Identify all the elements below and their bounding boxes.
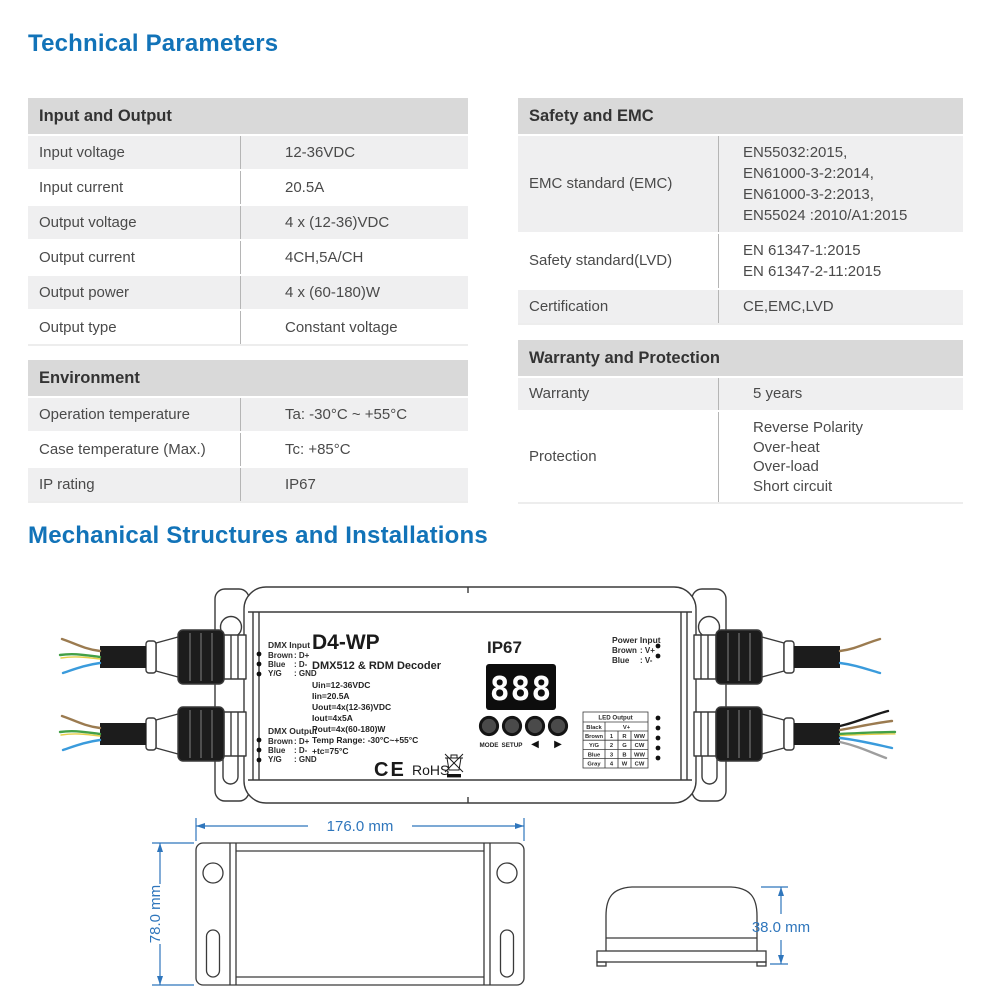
svg-text:DMX Input: DMX Input	[268, 640, 310, 650]
top-view-drawing	[195, 842, 525, 986]
table-header: Safety and EMC	[518, 98, 963, 134]
svg-text:Iout=4x5A: Iout=4x5A	[312, 713, 353, 723]
cable-gland-dmx-out	[100, 706, 247, 762]
svg-text:38.0 mm: 38.0 mm	[752, 919, 810, 936]
svg-text:Black: Black	[586, 725, 602, 731]
table-row: Warranty 5 years	[518, 378, 963, 410]
table-row: Protection Reverse Polarity Over-heat Ov…	[518, 412, 963, 502]
svg-text:V+: V+	[623, 725, 631, 731]
table-header: Input and Output	[28, 98, 468, 134]
svg-text:Brown: V+: Brown: V+	[612, 646, 655, 655]
table-header: Environment	[28, 360, 468, 396]
device-model: D4-WP	[312, 631, 380, 654]
device-buttons: MODE SETUP ◀ ▶	[478, 715, 569, 750]
setup-button[interactable]	[501, 715, 523, 737]
dmx-output-label: DMX Output Brown: D+ Blue: D- Y/G: GND	[256, 726, 317, 764]
svg-text:Temp Range: -30°C~+55°C: Temp Range: -30°C~+55°C	[312, 735, 418, 745]
warranty-protection-table: Warranty and Protection Warranty 5 years…	[518, 340, 963, 504]
seven-segment-display	[486, 664, 556, 710]
device-ip-rating: IP67	[487, 638, 522, 657]
setup-button-label: SETUP	[502, 742, 523, 749]
weee-bin-icon	[444, 753, 464, 778]
svg-text:DMX Output: DMX Output	[268, 726, 317, 736]
rohs-mark: RoHS	[412, 762, 449, 778]
table-row: EMC standard (EMC) EN55032:2015, EN61000…	[518, 136, 963, 232]
right-arrow-icon: ▶	[554, 739, 562, 750]
device-type: DMX512 & RDM Decoder	[312, 660, 442, 672]
svg-text:Uin=12-36VDC: Uin=12-36VDC	[312, 680, 370, 690]
svg-text:Pout=4x(60-180)W: Pout=4x(60-180)W	[312, 724, 386, 734]
svg-text:Iin=20.5A: Iin=20.5A	[312, 691, 350, 701]
table-row: Case temperature (Max.)Tc: +85°C	[28, 433, 468, 466]
mechanical-drawing: DMX Input Brown: D+ Blue: D- Y/G: GND DM…	[58, 586, 897, 986]
svg-text:Blue: V-: Blue: V-	[612, 656, 653, 665]
svg-text:+tc=75°C: +tc=75°C	[312, 746, 348, 756]
height-dimension: 78.0 mm	[147, 842, 194, 986]
cable-gland-power	[693, 629, 840, 685]
left-button[interactable]	[524, 715, 546, 737]
mounting-ear-right	[691, 588, 727, 802]
depth-dimension: 38.0 mm	[752, 886, 810, 965]
svg-text:Blue: D-: Blue: D-	[268, 660, 308, 669]
svg-text:Power Input: Power Input	[612, 635, 661, 645]
device-specs: Uin=12-36VDC Iin=20.5A Uout=4x(12-36)VDC…	[312, 680, 418, 756]
table-row: Certification CE,EMC,LVD	[518, 290, 963, 323]
ce-mark: CE	[374, 759, 406, 781]
svg-text:LED Output: LED Output	[598, 715, 632, 722]
svg-text:Y/G: GND: Y/G: GND	[268, 755, 317, 764]
led-output-table	[582, 711, 649, 769]
svg-text:Y/G: GND: Y/G: GND	[268, 669, 317, 678]
display-digits: 888	[490, 669, 553, 708]
table-header: Warranty and Protection	[518, 340, 963, 376]
input-wires	[58, 637, 102, 752]
width-dimension: 176.0 mm	[195, 818, 525, 841]
svg-text:Brown: D+: Brown: D+	[268, 737, 310, 746]
led-output-terminal-dots	[655, 715, 661, 761]
mechanical-structures-title: Mechanical Structures and Installations	[28, 522, 488, 549]
dmx-input-label: DMX Input Brown: D+ Blue: D- Y/G: GND	[256, 640, 317, 678]
svg-text:Brown: D+: Brown: D+	[268, 651, 310, 660]
cable-gland-led-out	[693, 706, 840, 762]
svg-text:78.0 mm: 78.0 mm	[147, 885, 164, 943]
svg-text:Uout=4x(12-36)VDC: Uout=4x(12-36)VDC	[312, 702, 391, 712]
safety-emc-table: Safety and EMC EMC standard (EMC) EN5503…	[518, 98, 963, 325]
right-button[interactable]	[547, 715, 569, 737]
svg-text:176.0 mm: 176.0 mm	[327, 818, 394, 835]
table-row: Safety standard(LVD) EN 61347-1:2015 EN …	[518, 234, 963, 288]
mode-button[interactable]	[478, 715, 500, 737]
output-wires	[838, 637, 897, 760]
cable-gland-dmx-in	[100, 629, 247, 685]
technical-parameters-title: Technical Parameters	[28, 30, 279, 57]
left-arrow-icon: ◀	[531, 739, 539, 750]
side-view-drawing	[596, 886, 767, 967]
svg-text:Blue: D-: Blue: D-	[268, 746, 308, 755]
mode-button-label: MODE	[480, 742, 499, 749]
power-input-label: Power Input Brown: V+ Blue: V-	[612, 635, 661, 665]
